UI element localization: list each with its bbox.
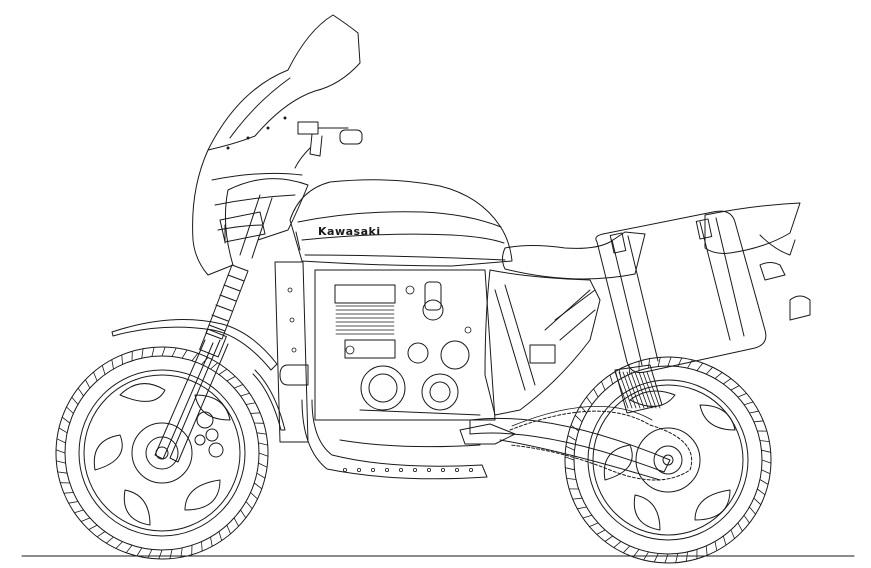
front-fender	[111, 319, 278, 371]
side-pannier	[595, 210, 767, 373]
handlebar	[294, 121, 363, 169]
engine	[314, 269, 496, 421]
drive-chain	[509, 405, 692, 481]
front-fork	[154, 194, 273, 463]
rear-tire-tread	[564, 356, 772, 564]
chain-guard	[459, 423, 516, 445]
rear-shock	[614, 364, 663, 414]
frame	[274, 261, 671, 481]
front-tire-tread	[55, 346, 269, 560]
front-fairing	[192, 14, 361, 276]
tail-cowl	[704, 202, 801, 254]
seat	[502, 231, 646, 280]
frame-bolts	[342, 467, 473, 472]
fuel-tank: Kawasaki	[289, 179, 513, 267]
rear-wheel	[564, 356, 772, 564]
cylinder-fins	[335, 305, 395, 335]
front-wheel	[55, 346, 269, 560]
brand-logo-text: Kawasaki	[318, 225, 381, 238]
